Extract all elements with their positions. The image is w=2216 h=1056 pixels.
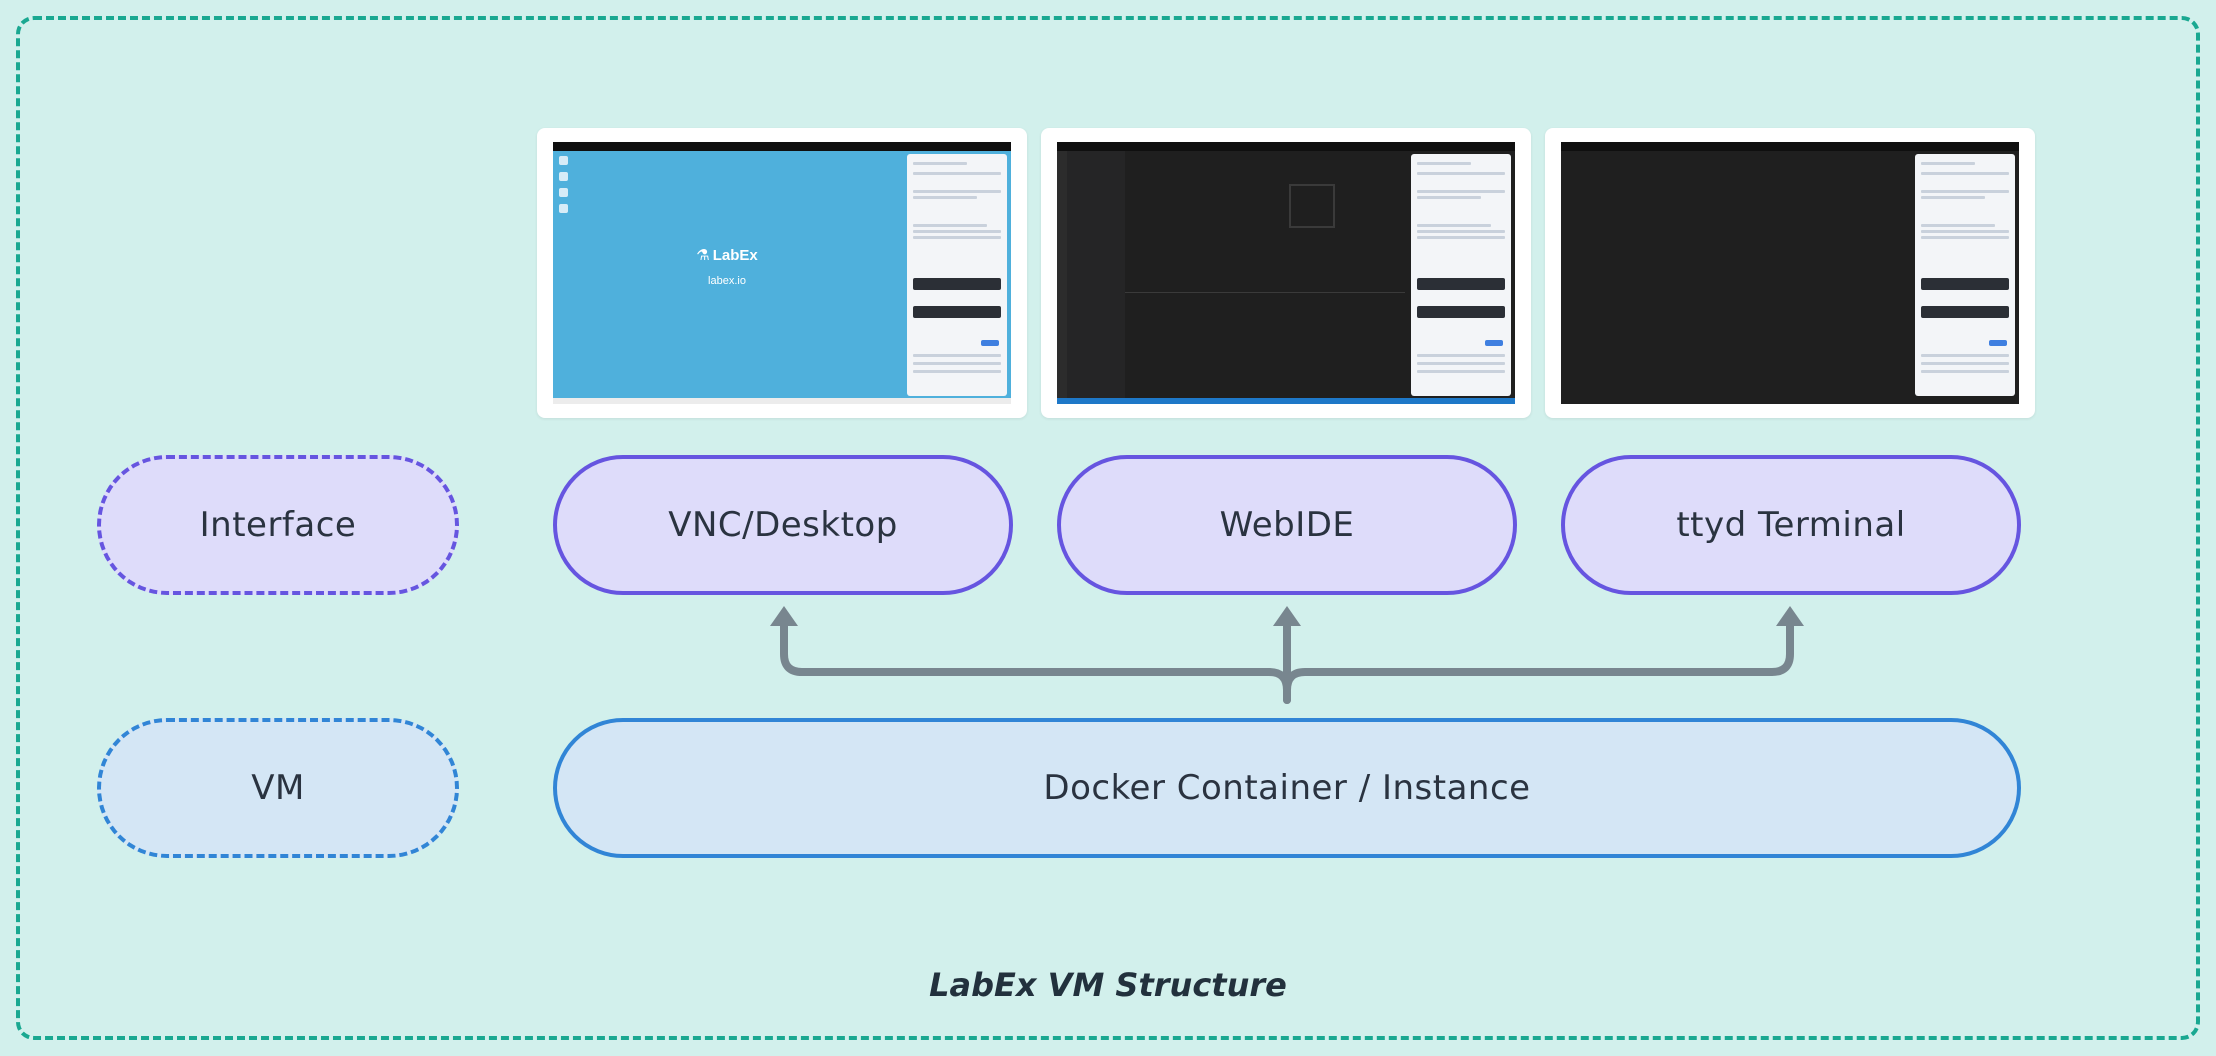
desktop-icon (559, 156, 568, 165)
docker-container-label: Docker Container / Instance (1043, 768, 1531, 808)
desktop-screen: ⚗LabEx labex.io (553, 142, 1011, 404)
docker-container-node: Docker Container / Instance (553, 718, 2021, 858)
vnc-desktop-label: VNC/Desktop (668, 505, 898, 545)
labex-brand: ⚗LabEx labex.io (553, 246, 901, 287)
arrow-to-terminal (1283, 616, 1794, 694)
desktop-icon (559, 188, 568, 197)
arrowhead-terminal (1776, 606, 1804, 626)
lab-instructions-panel (1915, 154, 2015, 396)
webide-statusbar (1057, 398, 1515, 404)
vm-layer-label: VM (97, 718, 459, 858)
arrowhead-vnc (770, 606, 798, 626)
activity-bar (1057, 151, 1067, 398)
desktop-icon (559, 204, 568, 213)
terminal-screen (1561, 142, 2019, 404)
flask-icon: ⚗ (696, 247, 710, 264)
vm-layer-text: VM (251, 768, 305, 808)
terminal-panel-divider (1125, 292, 1405, 293)
vnc-desktop-screenshot: ⚗LabEx labex.io (537, 128, 1027, 418)
interface-layer-text: Interface (199, 505, 357, 545)
ttyd-terminal-label: ttyd Terminal (1676, 505, 1906, 545)
terminal-topbar (1561, 142, 2019, 151)
webide-topbar (1057, 142, 1515, 151)
lab-instructions-panel (1411, 154, 1511, 396)
interface-layer-label: Interface (97, 455, 459, 595)
lab-instructions-panel (907, 154, 1007, 396)
brand-name: LabEx (712, 247, 758, 264)
editor-watermark (1289, 184, 1335, 228)
desktop-icon (559, 172, 568, 181)
desktop-topbar (553, 142, 1011, 151)
vnc-desktop-node: VNC/Desktop (553, 455, 1013, 595)
ttyd-terminal-screenshot (1545, 128, 2035, 418)
webide-screenshot (1041, 128, 1531, 418)
webide-screen (1057, 142, 1515, 404)
file-explorer (1067, 151, 1125, 398)
diagram-frame (16, 16, 2200, 1040)
webide-label: WebIDE (1219, 505, 1355, 545)
brand-url: labex.io (708, 275, 746, 287)
webide-node: WebIDE (1057, 455, 1517, 595)
arrowhead-webide (1273, 606, 1301, 626)
ttyd-terminal-node: ttyd Terminal (1561, 455, 2021, 595)
diagram-caption: LabEx VM Structure (929, 966, 1287, 1004)
desktop-taskbar (553, 398, 1011, 404)
arrow-to-vnc (780, 616, 1291, 704)
